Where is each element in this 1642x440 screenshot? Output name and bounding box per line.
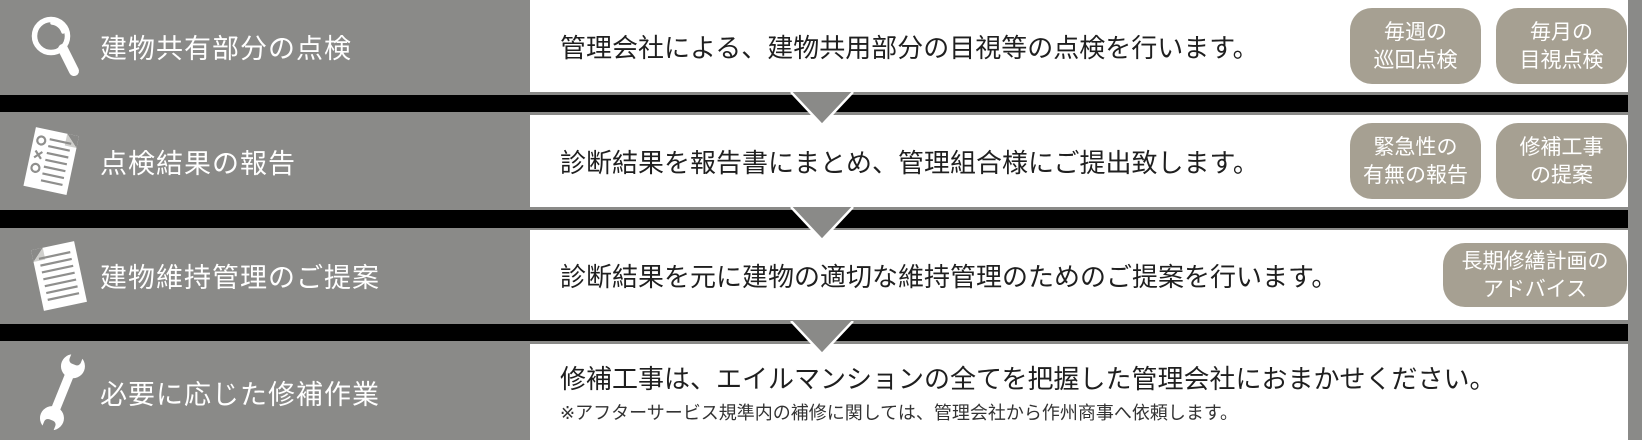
process-step-4: 必要に応じた修補作業 修補工事は、エイルマンションの全てを把握した管理会社におま… — [0, 344, 1642, 440]
down-arrow-icon — [790, 207, 854, 242]
down-arrow-icon — [790, 321, 854, 356]
step-note: ※アフターサービス規準内の補修に関しては、管理会社から作州商事へ依頼します。 — [560, 403, 1239, 424]
badge-monthly-visual: 毎月の 目視点検 — [1496, 8, 1627, 84]
badge-repair-proposal: 修補工事 の提案 — [1496, 123, 1627, 199]
step-panel: 管理会社による、建物共用部分の目視等の点検を行います。 毎週の 巡回点検 毎月の… — [530, 0, 1628, 92]
badge-weekly-patrol: 毎週の 巡回点検 — [1350, 8, 1481, 84]
badge-longterm-plan-advice: 長期修繕計画の アドバイス — [1443, 243, 1627, 307]
step-description: 修補工事は、エイルマンションの全てを把握した管理会社におまかせください。 — [560, 365, 1496, 395]
lined-document-icon — [22, 236, 96, 320]
step-title: 建物共有部分の点検 — [100, 33, 352, 65]
step-panel: 診断結果を報告書にまとめ、管理組合様にご提出致します。 緊急性の 有無の報告 修… — [530, 115, 1628, 207]
step-panel: 診断結果を元に建物の適切な維持管理のためのご提案を行います。 長期修繕計画の ア… — [530, 230, 1628, 320]
badge-urgency-report: 緊急性の 有無の報告 — [1350, 123, 1481, 199]
step-title: 必要に応じた修補作業 — [100, 379, 380, 411]
step-description-block: 修補工事は、エイルマンションの全てを把握した管理会社におまかせください。 ※アフ… — [530, 359, 1495, 425]
step-panel: 修補工事は、エイルマンションの全てを把握した管理会社におまかせください。 ※アフ… — [530, 344, 1628, 440]
step-description: 診断結果を元に建物の適切な維持管理のためのご提案を行います。 — [560, 262, 1338, 293]
badge-group: 緊急性の 有無の報告 修補工事 の提案 — [1350, 115, 1627, 207]
step-description: 診断結果を報告書にまとめ、管理組合様にご提出致します。 — [560, 148, 1259, 179]
step-title: 点検結果の報告 — [100, 148, 296, 180]
step-description: 管理会社による、建物共用部分の目視等の点検を行います。 — [560, 33, 1259, 64]
process-step-2: 点検結果の報告 診断結果を報告書にまとめ、管理組合様にご提出致します。 緊急性の… — [0, 115, 1642, 207]
wrench-icon — [34, 347, 90, 440]
checklist-document-icon — [14, 122, 88, 206]
badge-group: 毎週の 巡回点検 毎月の 目視点検 — [1350, 0, 1627, 92]
magnifier-icon — [24, 11, 86, 87]
process-step-1: 建物共有部分の点検 管理会社による、建物共用部分の目視等の点検を行います。 毎週… — [0, 0, 1642, 92]
badge-group: 長期修繕計画の アドバイス — [1443, 230, 1627, 320]
step-title: 建物維持管理のご提案 — [100, 262, 380, 294]
down-arrow-icon — [790, 92, 854, 127]
process-step-3: 建物維持管理のご提案 診断結果を元に建物の適切な維持管理のためのご提案を行います… — [0, 230, 1642, 320]
